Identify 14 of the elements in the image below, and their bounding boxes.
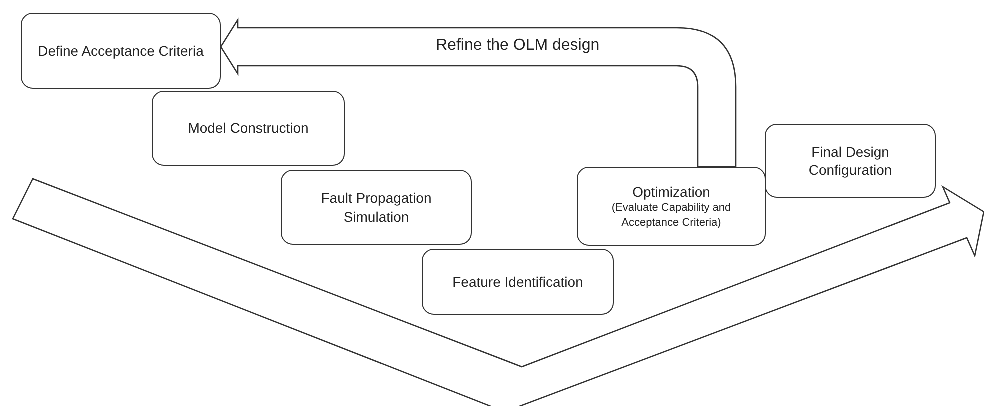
process-box xyxy=(152,91,345,166)
step-label: Fault Propagation Simulation xyxy=(320,189,433,226)
step-label: Define Acceptance Criteria xyxy=(38,42,204,60)
process-box xyxy=(281,170,472,245)
process-box xyxy=(577,167,766,246)
process-box xyxy=(765,124,936,198)
step-label: Model Construction xyxy=(188,119,309,138)
edge-label: Refine the OLM design xyxy=(434,37,602,55)
step-note: (Evaluate Capability and Acceptance Criteria) xyxy=(610,201,732,230)
process-box xyxy=(422,249,614,315)
step-label: Optimization xyxy=(632,183,710,202)
process-box xyxy=(21,13,221,89)
step-label: Feature Identification xyxy=(452,272,584,292)
step-label: Final Design Configuration xyxy=(808,142,894,180)
